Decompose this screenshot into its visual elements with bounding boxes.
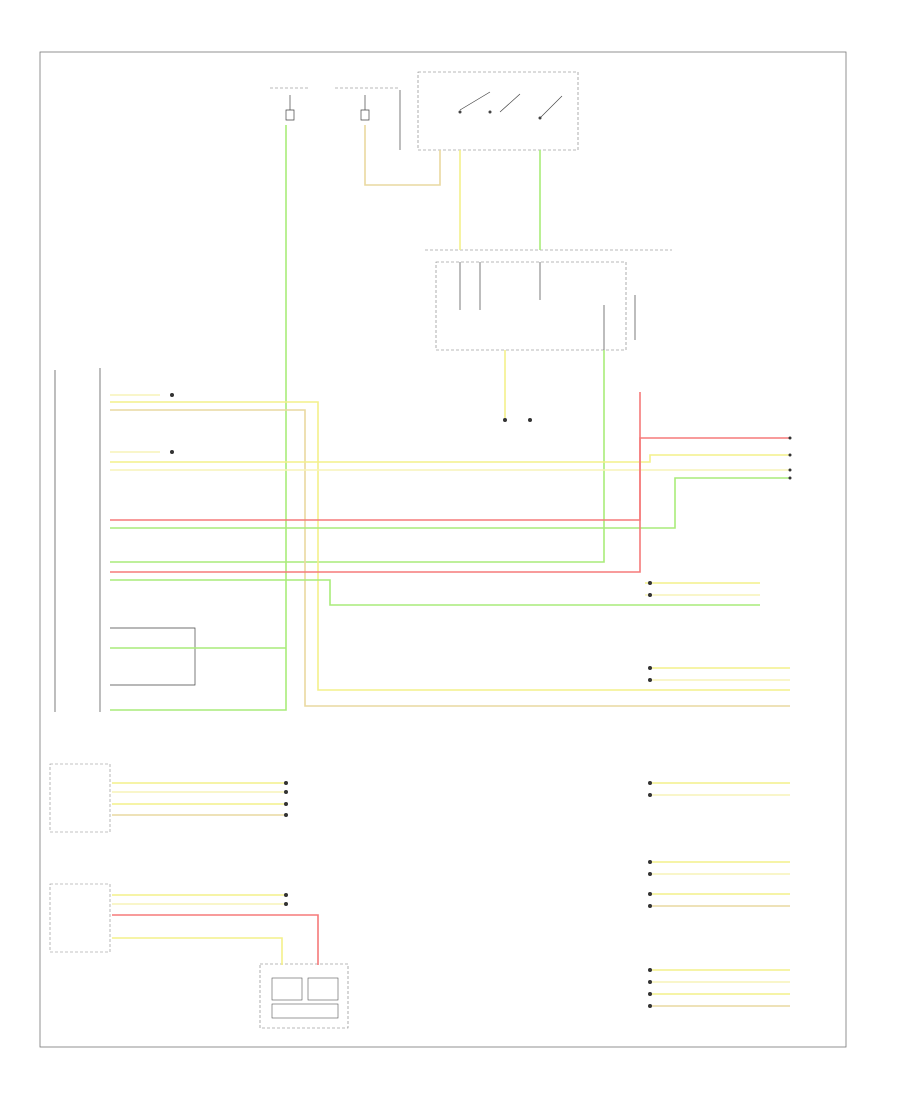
wire-tcm-red bbox=[112, 914, 319, 965]
connector-pins bbox=[170, 393, 792, 1008]
wire-yellow-row2 bbox=[110, 401, 790, 691]
wire-red-1 bbox=[110, 437, 790, 521]
ignition-switch-box bbox=[417, 71, 579, 151]
transmission-module bbox=[49, 883, 111, 953]
junction-block-box bbox=[435, 261, 627, 351]
wire-green-jb bbox=[110, 350, 605, 563]
control-module-left bbox=[54, 368, 101, 712]
wire-green-row7 bbox=[110, 477, 790, 529]
wire-green-main bbox=[110, 125, 287, 711]
wire-tan-ign bbox=[364, 125, 441, 186]
wire-green-row8 bbox=[110, 579, 760, 606]
gear-selector bbox=[259, 963, 349, 1029]
diagram-frame bbox=[39, 51, 847, 1048]
engine-control-module bbox=[49, 763, 111, 833]
wire-yellow-row5 bbox=[110, 454, 790, 463]
wire-tcm-yellow bbox=[112, 937, 283, 965]
top-fuse-area bbox=[270, 71, 672, 351]
wire-red-2 bbox=[110, 392, 641, 573]
wire-tan-row3 bbox=[110, 409, 790, 707]
wires bbox=[110, 125, 790, 1007]
